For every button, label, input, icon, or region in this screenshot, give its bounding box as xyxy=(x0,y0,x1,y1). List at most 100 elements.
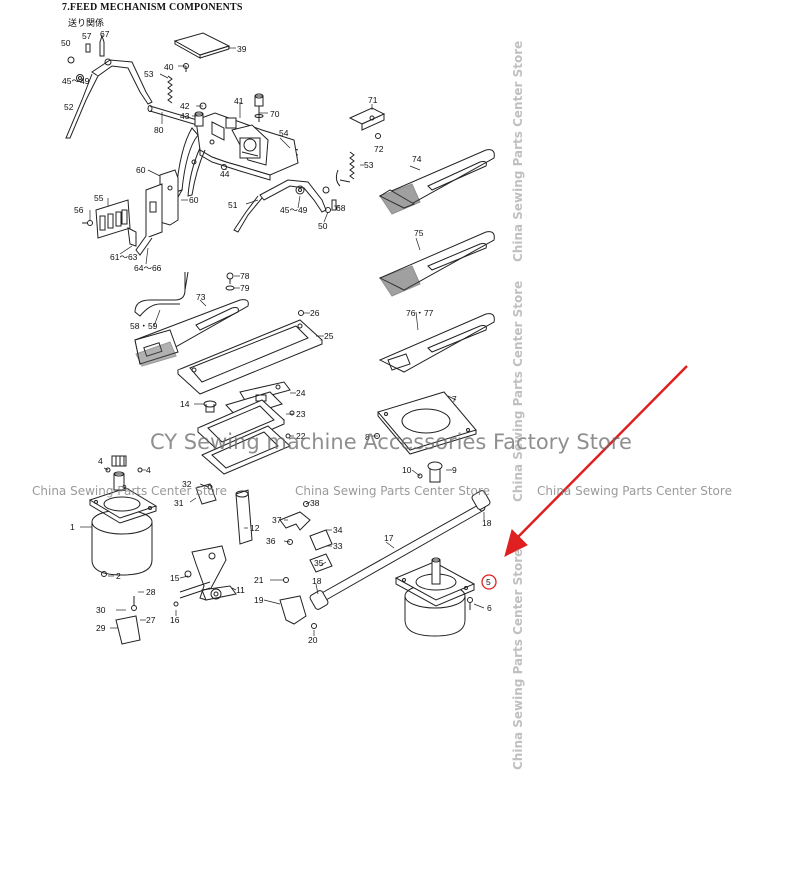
label-23: 23 xyxy=(296,409,306,419)
label-61-63: 61～63 xyxy=(110,252,138,262)
label-79: 79 xyxy=(240,283,250,293)
part-74-feed-plate xyxy=(378,149,495,215)
label-24: 24 xyxy=(296,388,306,398)
label-30: 30 xyxy=(96,605,106,615)
part-41-main-frame xyxy=(159,112,299,216)
label-17: 17 xyxy=(384,533,394,543)
part-76-feed-plate xyxy=(378,313,495,373)
label-28: 28 xyxy=(146,587,156,597)
label-68: 68 xyxy=(336,203,346,213)
part-73-feed-plate xyxy=(134,299,249,367)
watermark-vertical-bottom: China Sewing Parts Center Store xyxy=(511,548,525,770)
label-34: 34 xyxy=(333,525,343,535)
part-51-lever xyxy=(233,179,330,233)
part-60-bracket xyxy=(135,169,179,256)
label-18-left: 18 xyxy=(312,576,322,586)
label-64-66: 64～66 xyxy=(134,263,162,273)
label-53-lower: 53 xyxy=(364,160,374,170)
page-subtitle: 送り関係 xyxy=(68,19,105,29)
label-6: 6 xyxy=(487,603,492,613)
label-31: 31 xyxy=(174,498,184,508)
label-20: 20 xyxy=(308,635,318,645)
label-12: 12 xyxy=(250,523,260,533)
part-75-feed-plate xyxy=(378,231,495,297)
part-53-spring-lower xyxy=(349,151,355,180)
watermark-small-center: China Sewing Parts Center Store xyxy=(295,484,490,498)
part-18-bushing-left xyxy=(309,590,329,610)
label-42: 42 xyxy=(180,101,190,111)
label-36: 36 xyxy=(266,536,276,546)
label-33: 33 xyxy=(333,541,343,551)
label-11: 11 xyxy=(236,585,245,595)
label-78: 78 xyxy=(240,271,250,281)
label-10: 10 xyxy=(402,465,412,475)
label-1: 1 xyxy=(70,522,75,532)
label-50-lower: 50 xyxy=(318,221,328,231)
label-52: 52 xyxy=(64,102,74,112)
part-7-plate xyxy=(377,391,477,455)
label-16: 16 xyxy=(170,615,180,625)
label-15: 15 xyxy=(170,573,180,583)
part-11-arm xyxy=(179,545,237,601)
label-60b: 60 xyxy=(189,195,199,205)
label-74: 74 xyxy=(412,154,422,164)
part-1-motor xyxy=(88,455,158,576)
label-41: 41 xyxy=(234,96,244,106)
watermark-vertical-top: China Sewing Parts Center Store xyxy=(511,40,525,262)
part-5-motor xyxy=(394,557,476,637)
part-25-plate xyxy=(177,319,323,395)
part-39-plate xyxy=(173,32,231,59)
label-35: 35 xyxy=(314,558,324,568)
label-9: 9 xyxy=(452,465,457,475)
page-title: 7.FEED MECHANISM COMPONENTS xyxy=(62,2,243,13)
label-80: 80 xyxy=(154,125,164,135)
part-55-bracket xyxy=(95,199,137,247)
part-52-lever xyxy=(65,58,153,139)
label-40: 40 xyxy=(164,62,174,72)
label-76-77: 76・77 xyxy=(406,308,434,318)
part-50-clip-upper xyxy=(67,56,75,64)
part-18-bushing-right xyxy=(471,490,491,510)
label-27: 27 xyxy=(146,615,156,625)
label-18-right: 18 xyxy=(482,518,492,528)
label-21: 21 xyxy=(254,575,264,585)
label-53: 53 xyxy=(144,69,154,79)
label-44: 44 xyxy=(220,169,230,179)
label-54: 54 xyxy=(279,128,289,138)
label-38: 38 xyxy=(310,498,320,508)
label-45-49: 45～49 xyxy=(62,76,90,86)
watermark-small-right: China Sewing Parts Center Store xyxy=(537,484,732,498)
label-50: 50 xyxy=(61,38,71,48)
label-5: 5 xyxy=(486,577,491,587)
label-29: 29 xyxy=(96,623,106,633)
watermark-small-left: China Sewing Parts Center Store xyxy=(32,484,227,498)
label-4-right: 4 xyxy=(146,465,151,475)
label-19: 19 xyxy=(254,595,264,605)
label-58-59: 58・59 xyxy=(130,321,158,331)
watermark-main: CY Sewing machine Accessories Factory St… xyxy=(150,430,632,454)
label-71: 71 xyxy=(368,95,378,105)
label-8: 8 xyxy=(365,432,370,442)
leader-lines xyxy=(80,47,485,636)
label-57: 57 xyxy=(82,31,92,41)
part-53-spring-upper xyxy=(167,75,173,104)
label-32: 32 xyxy=(182,479,192,489)
label-67: 67 xyxy=(100,29,110,39)
label-55: 55 xyxy=(94,193,104,203)
label-4-left: 4 xyxy=(98,456,103,466)
label-2: 2 xyxy=(116,571,121,581)
label-25: 25 xyxy=(324,331,334,341)
label-3: 3 xyxy=(122,483,127,493)
part-labels: 50 57 67 45～49 52 53 40 39 42 43 41 70 8… xyxy=(61,29,492,645)
red-arrow xyxy=(504,365,688,557)
highlight-circle-part-5 xyxy=(481,574,497,590)
label-73: 73 xyxy=(196,292,206,302)
part-57-screw xyxy=(85,43,91,53)
part-71-bracket xyxy=(348,107,386,131)
label-56: 56 xyxy=(74,205,84,215)
label-70: 70 xyxy=(270,109,280,119)
label-72: 72 xyxy=(374,144,384,154)
label-45-49-lower: 45～49 xyxy=(280,205,308,215)
